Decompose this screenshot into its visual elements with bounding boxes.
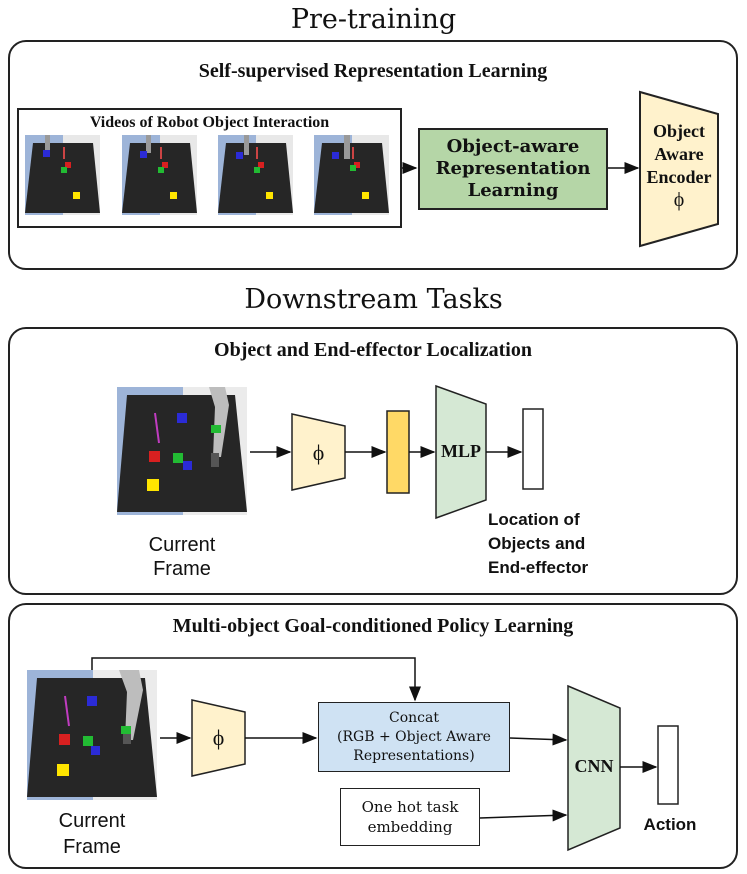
object-aware-encoder-label: Object Aware Encoder ϕ [640,120,718,212]
current-frame-label-localization: Current Frame [117,533,247,581]
onehot-line-2: embedding [367,818,453,836]
action-label: Action [643,815,697,834]
encoder-line-1: Object [653,121,705,141]
videos-label: Videos of Robot Object Interaction [89,114,330,131]
frame-label-line-1: Current [148,534,216,556]
action-output-box [657,725,679,805]
object-aware-representation-learning-box: Object-aware Representation Learning [418,128,608,210]
phi-encoder-shape-localization [291,413,346,491]
repr-line-3: Learning [467,180,559,201]
onehot-line-1: One hot task [361,798,459,816]
repr-line-2: Representation [435,158,591,179]
repr-line-1: Object-aware [446,136,580,157]
output-line-2: Objects and [488,534,586,553]
phi-label-policy: ϕ [212,725,225,750]
concat-line-1: Concat [389,709,439,726]
one-hot-task-embedding-box: One hot task embedding [340,788,480,846]
localization-output-box [522,408,544,490]
mlp-shape [435,384,487,520]
current-frame-label-policy: Current Frame [27,808,157,860]
concat-box: Concat (RGB + Object Aware Representatio… [318,702,510,772]
frame-label-line-2: Frame [153,558,211,580]
panel-title-policy: Multi-object Goal-conditioned Policy Lea… [172,615,574,637]
video-frame-thumbnail-1 [25,135,100,215]
cnn-shape [567,684,621,852]
skip-connection-line [91,657,421,702]
videos-container: Videos of Robot Object Interaction [17,108,402,228]
concat-line-2: (RGB + Object Aware [337,728,491,745]
video-frame-thumbnail-2 [122,135,197,215]
output-line-1: Location of [488,510,580,529]
policy-frame-label-line-2: Frame [63,836,121,858]
phi-label-localization: ϕ [312,440,325,465]
arrow-onehot-to-cnn [479,809,568,822]
localization-output-label: Location of Objects and End-effector [488,508,628,580]
panel-title-self-supervised: Self-supervised Representation Learning [198,60,548,82]
encoder-line-3: Encoder [646,167,712,187]
video-frame-thumbnail-3 [218,135,293,215]
encoder-line-2: Aware [654,144,704,164]
current-frame-image-localization [117,387,247,515]
pretraining-heading: Pre-training [290,4,457,35]
panel-title-localization: Object and End-effector Localization [214,339,532,361]
arrow-concat-to-cnn [509,733,568,746]
current-frame-image-policy [27,670,157,800]
policy-frame-label-line-1: Current [58,810,126,832]
cnn-label: CNN [574,756,614,776]
object-aware-encoder-shape [639,90,719,248]
encoder-phi: ϕ [673,189,685,211]
downstream-heading: Downstream Tasks [244,284,503,315]
video-frame-thumbnail-4 [314,135,389,215]
concat-line-3: Representations) [353,747,475,764]
phi-encoder-shape-policy [191,699,246,777]
mlp-label: MLP [441,441,481,461]
output-line-3: End-effector [488,558,589,577]
